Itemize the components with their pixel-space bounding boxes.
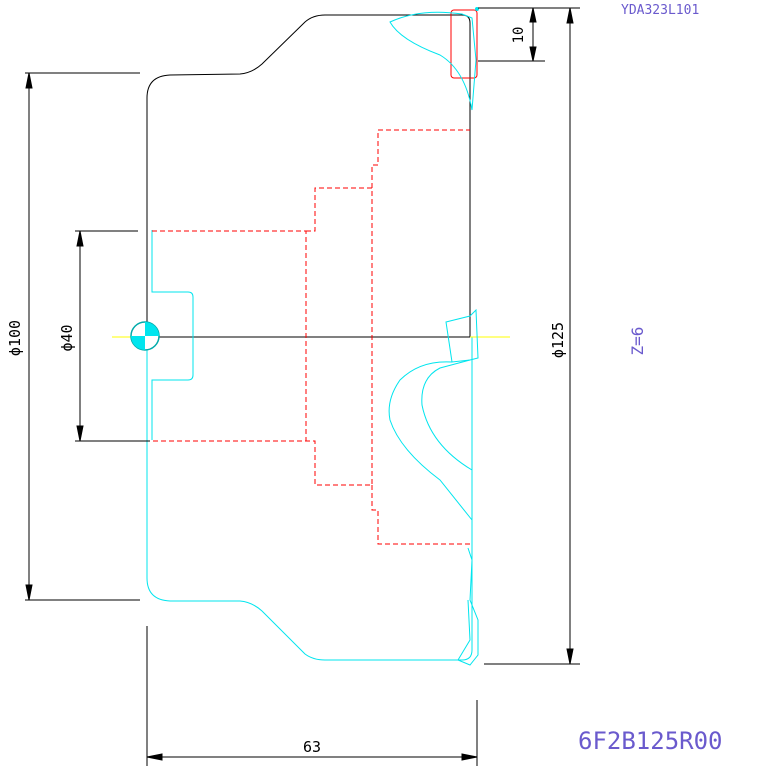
model-code-label: 6F2B125R00 xyxy=(578,727,723,755)
dimension-overall-height-label: 63 xyxy=(303,738,321,756)
dimension-bore-diameter-label: ϕ40 xyxy=(58,324,76,351)
insert-profile-bottom xyxy=(457,547,479,666)
insert-profile-middle xyxy=(388,308,479,521)
body-outline-lower xyxy=(146,337,473,661)
dimension-overall-height xyxy=(146,626,478,766)
dimension-hub-diameter-label: ϕ100 xyxy=(6,320,24,356)
insert-highlight-box xyxy=(450,9,478,79)
teeth-count-label: Z=6 xyxy=(628,327,647,356)
dimension-hub-diameter xyxy=(25,72,140,601)
part-number-label: YDA323L101 xyxy=(621,3,699,18)
bore-hidden-lines xyxy=(152,129,470,545)
dimension-bore-diameter xyxy=(75,230,150,442)
body-outline-upper xyxy=(146,14,471,337)
dimension-cutter-diameter xyxy=(480,7,580,665)
keyway-slot xyxy=(151,230,194,440)
insert-chip-curve xyxy=(421,359,473,471)
dimension-cutter-diameter-label: ϕ125 xyxy=(549,322,567,358)
insert-profile-top xyxy=(389,11,477,111)
center-mark-icon xyxy=(130,321,160,351)
dimension-insert-height-label: 10 xyxy=(511,27,527,44)
